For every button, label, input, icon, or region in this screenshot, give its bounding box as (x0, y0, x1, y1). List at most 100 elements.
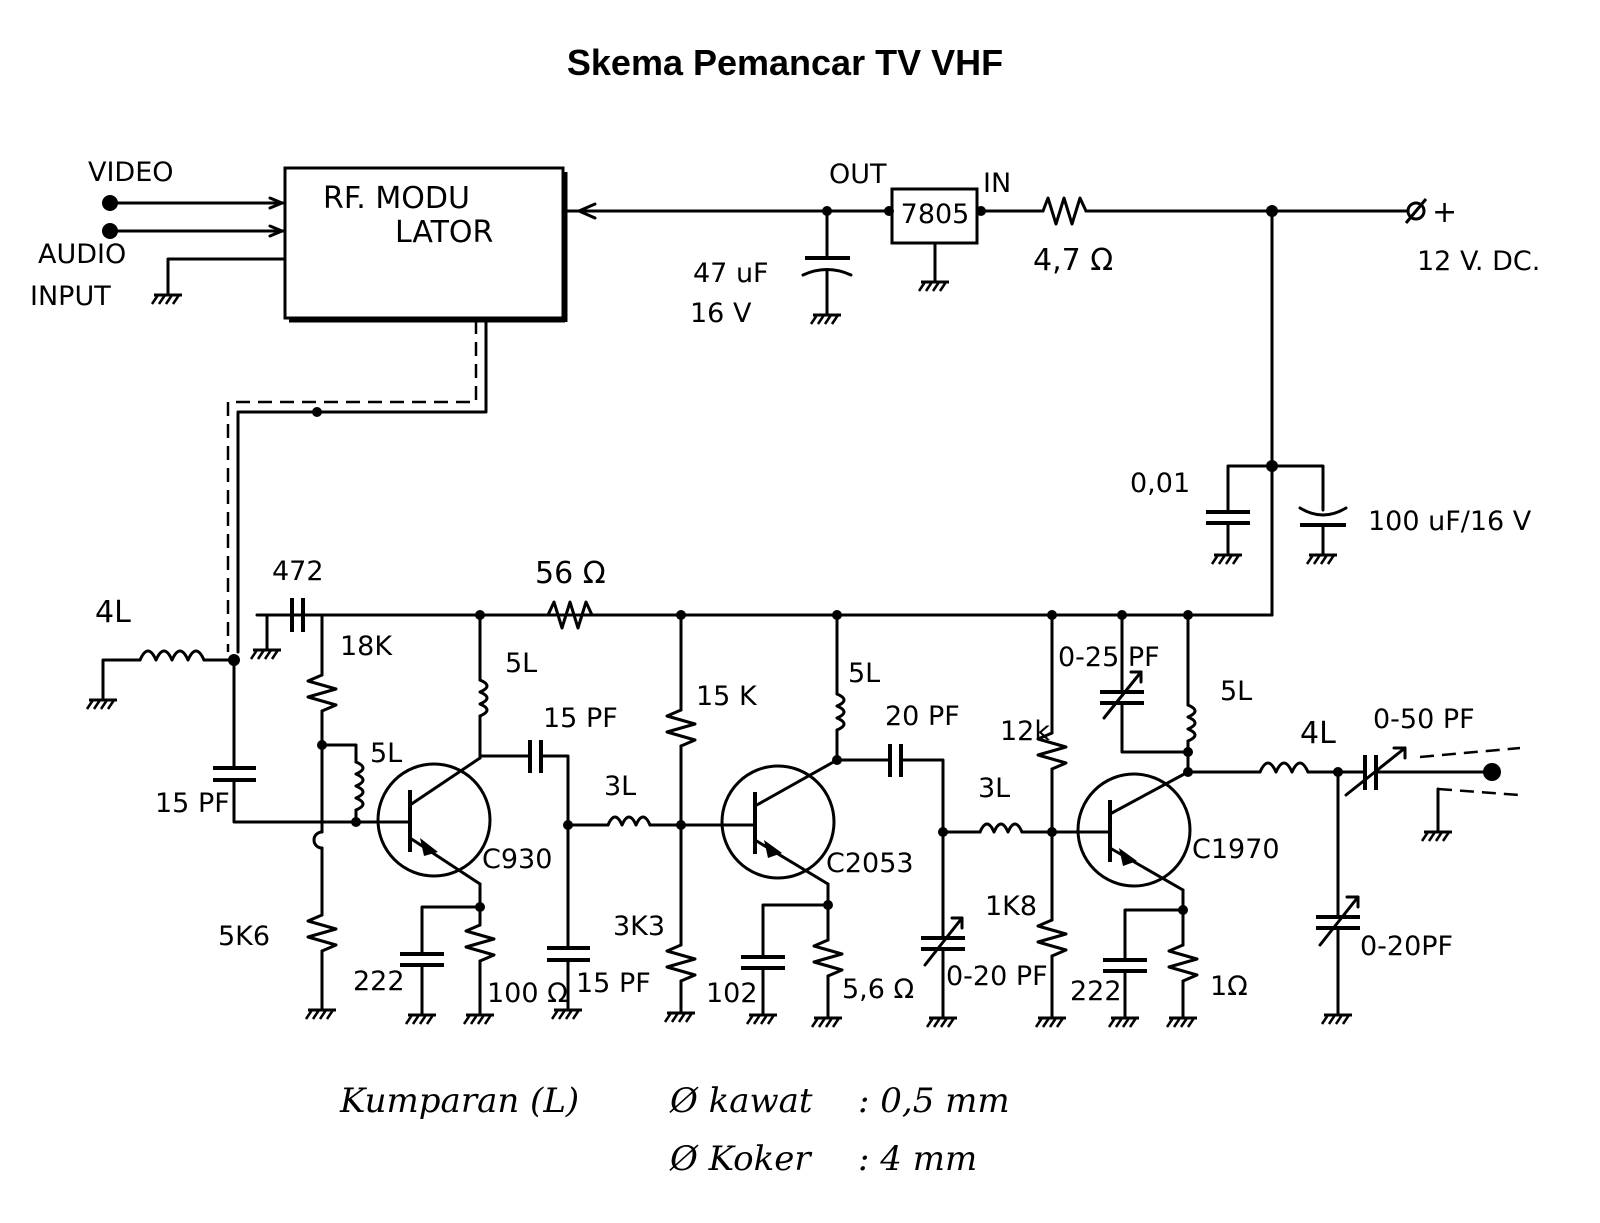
input-inductor-4l (85, 649, 236, 711)
input-coupling-capacitor (213, 658, 358, 824)
r-12k-label: 12k (1000, 716, 1050, 747)
capacitor-222-emitter1 (400, 905, 482, 1026)
q1-label: C930 (482, 844, 552, 875)
input-label: INPUT (30, 281, 111, 312)
inductor-5l-collector2 (835, 613, 846, 762)
c-bypass-label: 0,01 (1130, 468, 1190, 499)
wire-diameter-label: Ø kawat (669, 1081, 813, 1121)
c-reg-value: 47 uF (693, 258, 769, 289)
c-15pf-a-label: 15 PF (543, 703, 618, 734)
trimmer-capacitor-0-25[interactable] (1100, 613, 1190, 754)
r-5-6-label: 5,6 Ω (842, 974, 914, 1005)
core-diameter-value: : 4 mm (858, 1139, 977, 1179)
inductor-5l-base (320, 743, 365, 824)
c-472-label: 472 (272, 556, 324, 587)
bulk-capacitor (1270, 464, 1348, 566)
l-3l-b-label: 3L (978, 773, 1010, 804)
capacitor-15pf-coupling1 (478, 740, 570, 827)
l-5l-c-label: 5L (848, 658, 880, 689)
c-bulk-label: 100 uF/16 V (1368, 506, 1532, 537)
supply-voltage-label: 12 V. DC. (1417, 246, 1540, 277)
rf-modulator-box (283, 166, 568, 323)
resistor-5k6 (304, 913, 338, 1021)
regulated-supply-wire (561, 202, 891, 220)
c-trim-d-label: 0-20PF (1360, 931, 1453, 962)
l-4l-out-label: 4L (1300, 716, 1336, 751)
transistor-c1970 (1076, 770, 1192, 912)
resistor-100-emitter1 (462, 905, 496, 1026)
input-ground-wire (150, 257, 287, 306)
resistor-1-emitter3 (1165, 908, 1199, 1029)
page-title: Skema Pemancar TV VHF (567, 42, 1003, 83)
resistor-12k (1036, 613, 1068, 922)
coil-note: Kumparan (L) (339, 1081, 579, 1121)
q2-label: C2053 (826, 848, 914, 879)
c-trim-c-label: 0-50 PF (1373, 704, 1475, 735)
regulator-name: 7805 (901, 199, 970, 230)
r-5k6-label: 5K6 (218, 921, 270, 952)
resistor-15k (665, 613, 697, 947)
r-56-label: 56 Ω (535, 556, 606, 591)
r-15k-label: 15 K (696, 681, 758, 712)
resistor-5-6-emitter2 (810, 903, 844, 1029)
capacitor-15pf-shunt (547, 823, 590, 1021)
trimmer-capacitor-0-50[interactable] (1344, 746, 1492, 797)
regulator-output-capacitor (801, 209, 853, 326)
l-ant-in-label: 4L (95, 595, 131, 630)
resistor-3k3 (663, 943, 697, 1024)
inductor-5l-collector1 (478, 613, 489, 760)
wire-diameter-value: : 0,5 mm (858, 1081, 1010, 1121)
c-102-label: 102 (706, 978, 758, 1009)
audio-input-wire (108, 224, 287, 238)
c-trim-b-label: 0-25 PF (1058, 642, 1160, 673)
c-reg-volt: 16 V (690, 298, 752, 329)
junction-dot (1183, 747, 1193, 757)
trimmer-capacitor-0-20b[interactable] (1316, 770, 1360, 1026)
c-15pf-b-label: 15 PF (576, 968, 651, 999)
rf-modulator-line2: LATOR (395, 215, 493, 250)
c-20pf-label: 20 PF (885, 701, 960, 732)
trimmer-capacitor-0-20a[interactable] (921, 830, 965, 1029)
r-supply-label: 4,7 Ω (1033, 243, 1113, 278)
l-5l-b-label: 5L (505, 648, 537, 679)
junction-dot (475, 610, 485, 620)
l-3l-a-label: 3L (604, 771, 636, 802)
capacitor-102-emitter2 (741, 903, 830, 1026)
r-100-label: 100 Ω (487, 978, 568, 1009)
r-18k-label: 18K (340, 631, 393, 662)
core-diameter-label: Ø Koker (669, 1139, 812, 1179)
capacitor-472 (249, 598, 324, 661)
audio-label: AUDIO (38, 239, 126, 270)
c-trim-a-label: 0-20 PF (946, 961, 1048, 992)
c-222-b-label: 222 (1070, 976, 1122, 1007)
c-coupling-in-label: 15 PF (155, 788, 230, 819)
c-222-a-label: 222 (353, 966, 405, 997)
regulator-in-label: IN (983, 168, 1011, 199)
l-5l-d-label: 5L (1220, 676, 1252, 707)
video-label: VIDEO (88, 157, 174, 188)
capacitor-20pf-coupling (835, 744, 945, 834)
regulator-out-label: OUT (829, 159, 887, 190)
q3-label: C1970 (1192, 834, 1280, 865)
inductor-3l-stage2 (566, 815, 730, 827)
resistor-18k (306, 613, 338, 917)
antenna-output-connector[interactable] (1419, 746, 1521, 843)
r-1-label: 1Ω (1210, 971, 1248, 1002)
supply-terminal[interactable] (1404, 198, 1428, 224)
inductor-3l-stage3 (941, 822, 1105, 834)
r-3k3-label: 3K3 (613, 911, 665, 942)
main-supply-rail (255, 209, 1274, 617)
video-input-wire (108, 196, 287, 210)
transistor-c2053 (720, 758, 839, 907)
r-1k8-label: 1K8 (985, 891, 1037, 922)
bypass-capacitor (1206, 464, 1274, 566)
supply-plus-terminal: + (1432, 195, 1457, 230)
supply-resistor (979, 196, 1410, 226)
rf-output-coax (226, 318, 488, 654)
l-5l-a-label: 5L (370, 738, 402, 769)
capacitor-222-emitter3 (1103, 908, 1185, 1029)
resistor-1k8 (1034, 918, 1068, 1029)
rf-modulator-line1: RF. MODU (323, 181, 470, 216)
resistor-56-rail (546, 600, 594, 630)
